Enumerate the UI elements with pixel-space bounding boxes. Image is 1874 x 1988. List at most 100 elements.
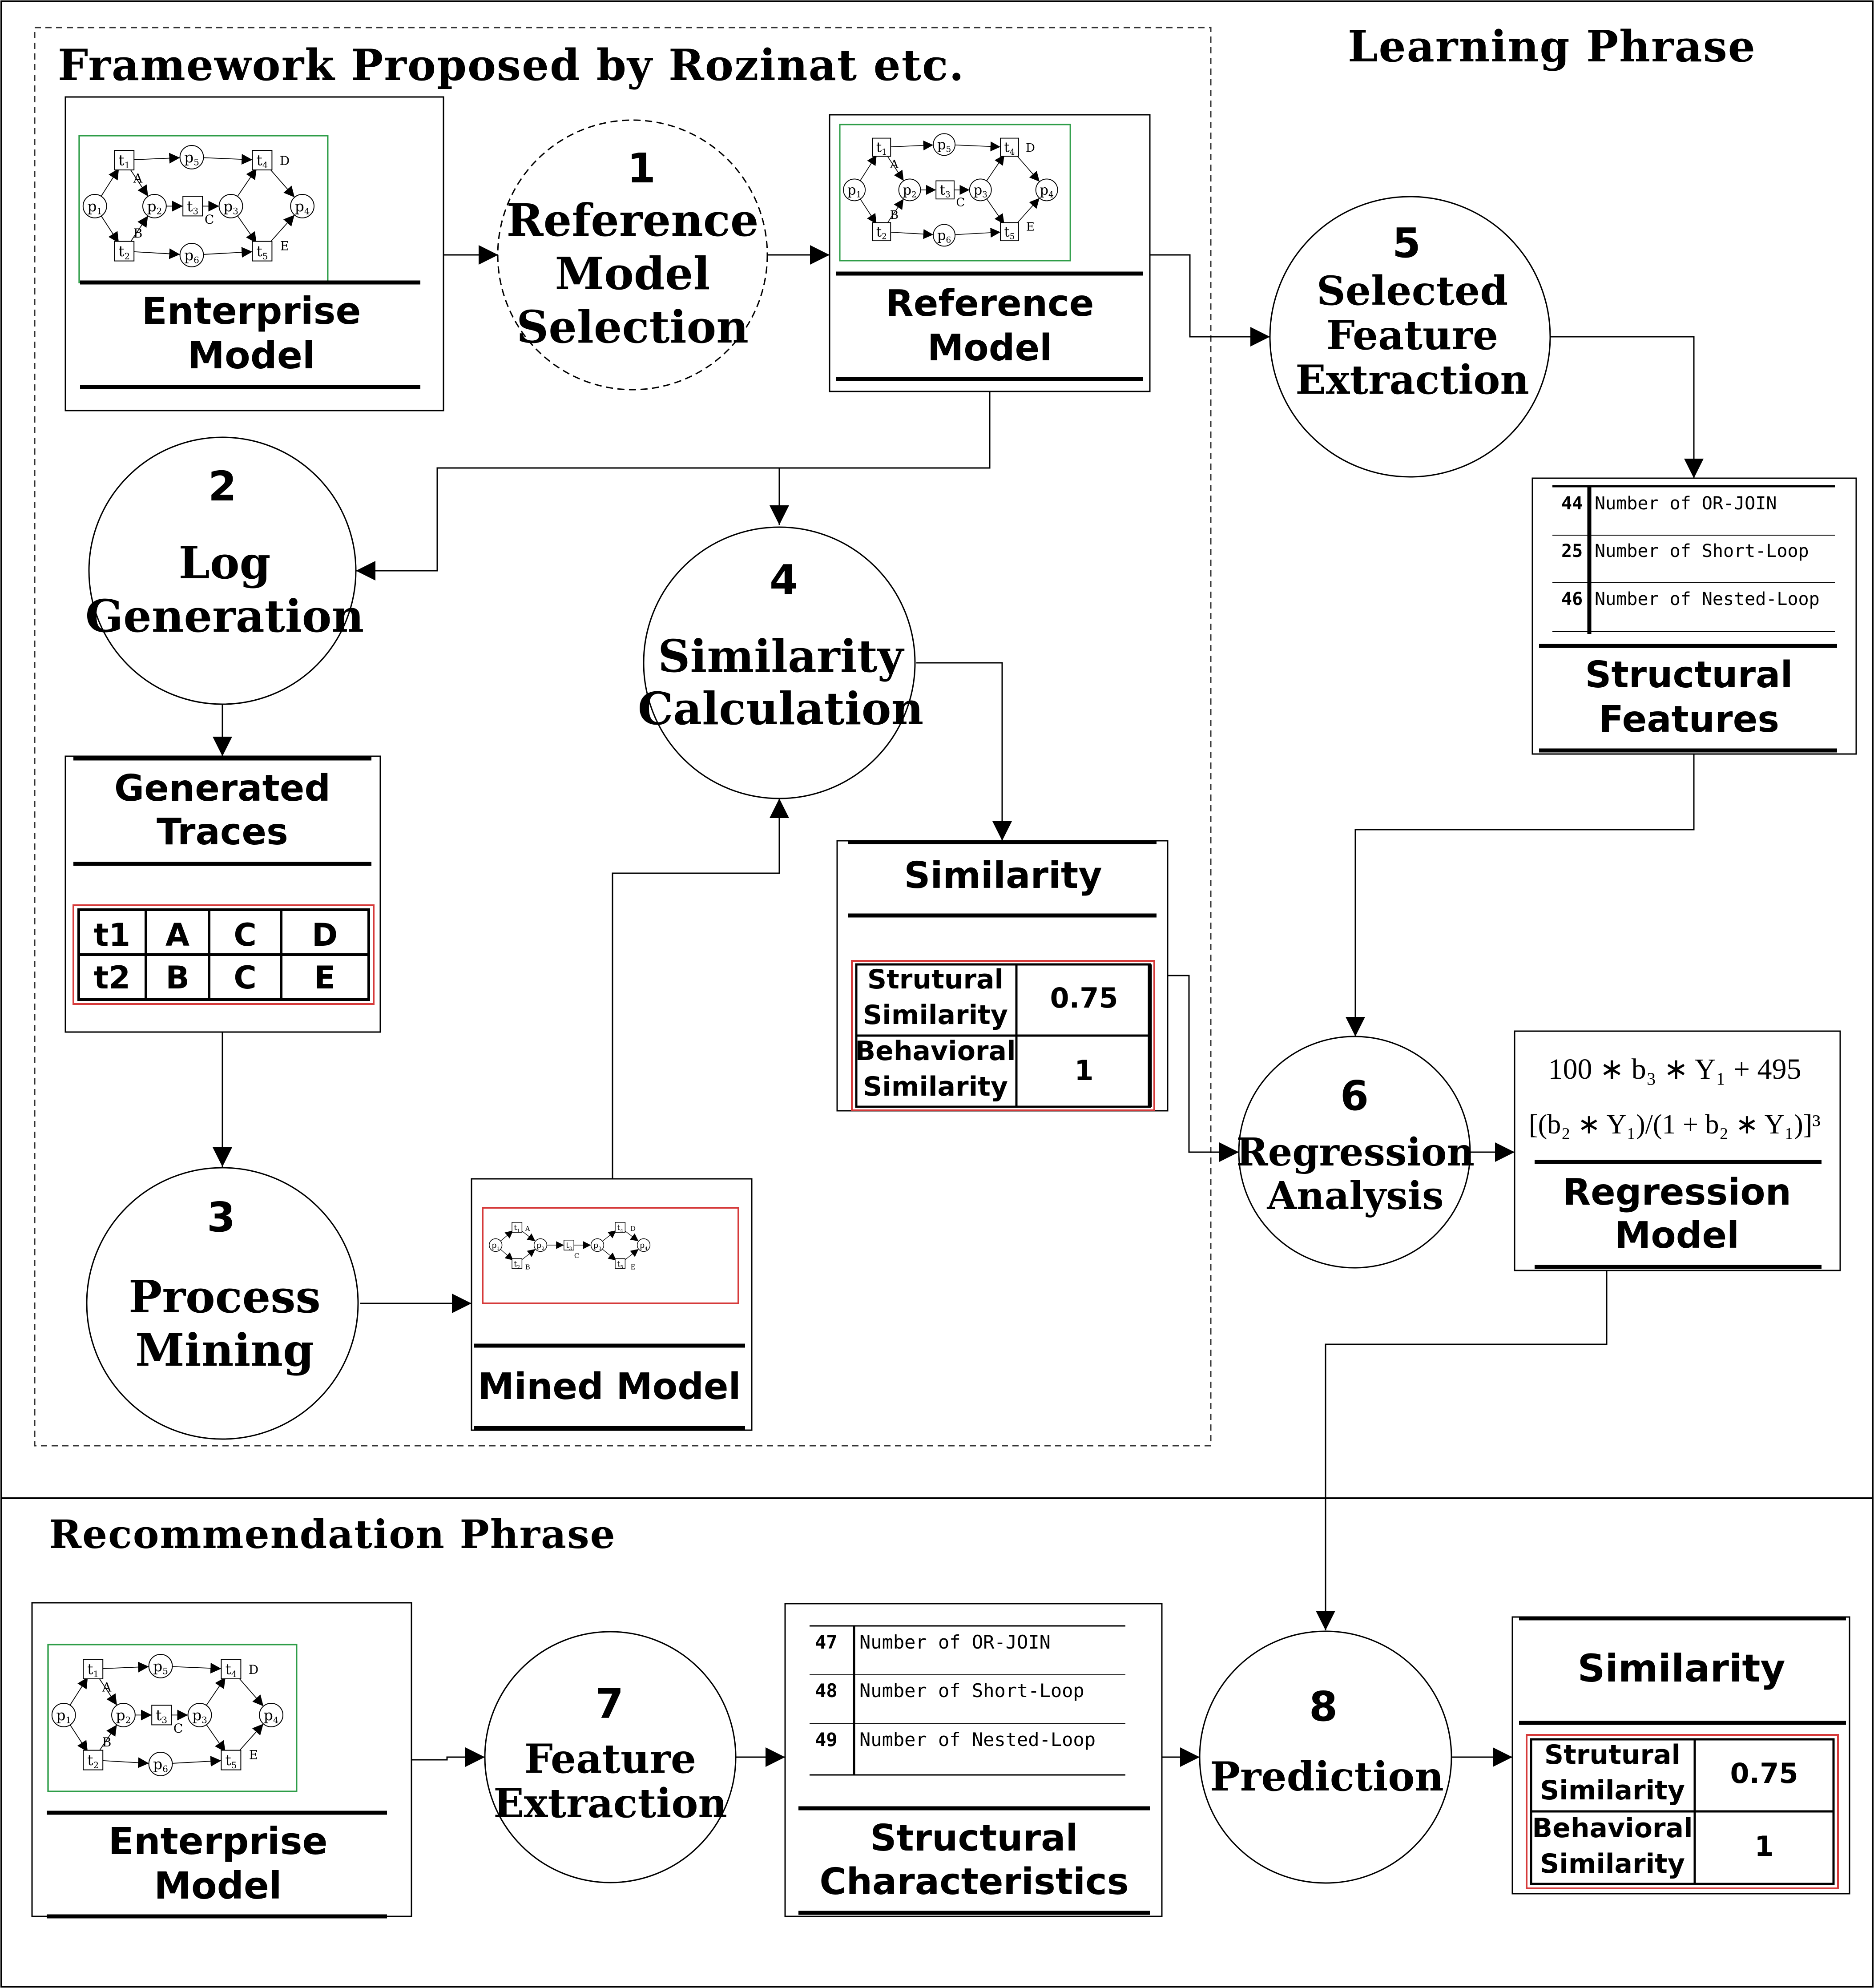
petri-transition-t5 — [252, 241, 273, 262]
petri-transition-t5 — [1000, 222, 1019, 242]
petri-transition-t3 — [564, 1240, 574, 1250]
step-6-label-line2: Analysis — [1266, 1173, 1443, 1218]
petri-arc — [206, 1677, 226, 1706]
petri-activity-label: C — [574, 1252, 579, 1260]
petri-transition-label: t4 — [225, 1661, 237, 1680]
petri-place-p3 — [187, 1703, 212, 1727]
petri-place-p6 — [148, 1752, 173, 1776]
structural-features-label-line2: Features — [1599, 698, 1779, 741]
arrow-similarity-to-step6 — [1168, 975, 1239, 1162]
feature-number: 46 — [1561, 589, 1583, 609]
petri-arc — [129, 168, 149, 197]
petri-activity-label: B — [102, 1735, 112, 1750]
step-8-label-line1: Prediction — [1210, 1753, 1444, 1800]
petri-activity-label: C — [205, 212, 214, 227]
step-5-label-line3: Extraction — [1295, 356, 1529, 403]
petri-arc — [69, 1677, 89, 1706]
behavioral-similarity-rec-label-line1: Behavioral — [1532, 1813, 1693, 1844]
petri-transition-t5 — [221, 1750, 242, 1770]
step-2-log-generation: 2 Log Generation — [85, 436, 364, 705]
petri-transition-t3 — [182, 196, 203, 217]
step-7-feature-extraction: 7 Feature Extraction — [484, 1631, 737, 1883]
petri-place-p4 — [259, 1703, 283, 1727]
petri-place-p2 — [142, 194, 167, 218]
petri-place-p1 — [489, 1238, 503, 1252]
petri-place-p5 — [179, 145, 204, 169]
feature-number: 25 — [1561, 541, 1583, 561]
petri-place-p2 — [533, 1238, 548, 1252]
petri-place-p5 — [933, 133, 955, 156]
petri-activity-label: E — [1026, 221, 1035, 234]
petri-arc — [172, 1756, 222, 1767]
characteristic-number: 49 — [815, 1729, 838, 1750]
characteristic-label: Number of OR-JOIN — [859, 1631, 1051, 1653]
structural-similarity-label-line1: Strutural — [867, 964, 1003, 995]
petri-arc — [1015, 153, 1040, 182]
step-1-reference-model-selection: 1 Reference Model Selection — [497, 119, 768, 391]
petri-place-p3 — [969, 178, 992, 202]
reference-model-label-line1: Reference — [886, 282, 1094, 325]
step-2-number: 2 — [208, 463, 237, 510]
petri-arc — [203, 153, 253, 165]
step-1-label-line3: Selection — [516, 301, 749, 353]
petri-arc — [98, 1677, 117, 1706]
petri-arc — [237, 168, 257, 197]
generated-traces-box: Generated Traces t1 A C D t2 B C E — [64, 755, 381, 1033]
trace-cell: D — [312, 917, 338, 953]
step-6-number: 6 — [1340, 1072, 1369, 1120]
structural-features-label-line1: Structural — [1585, 654, 1793, 696]
mined-model-label: Mined Model — [478, 1366, 741, 1408]
petri-arc — [860, 198, 877, 225]
petri-arc — [237, 1676, 264, 1707]
petri-activity-label: A — [890, 158, 899, 171]
petri-place-p5 — [148, 1654, 173, 1678]
step-1-label-line1: Reference — [507, 194, 759, 246]
step-3-number: 3 — [207, 1194, 235, 1241]
petri-arc — [237, 1723, 264, 1753]
petri-arc — [602, 1230, 617, 1242]
trace-cell: C — [234, 917, 256, 953]
step-8-prediction: 8 Prediction — [1199, 1630, 1452, 1884]
step-2-label-line2: Generation — [85, 590, 364, 642]
petri-transition-t2 — [83, 1750, 104, 1770]
petri-transition-t1 — [114, 150, 135, 170]
structural-similarity-value: 0.75 — [1050, 982, 1118, 1014]
petri-arc — [134, 153, 180, 164]
petri-arc — [520, 1249, 536, 1261]
petri-place-p3 — [590, 1238, 605, 1252]
structural-similarity-rec-label-line1: Strutural — [1544, 1739, 1681, 1770]
step-5-selected-feature-extraction: 5 Selected Feature Extraction — [1269, 196, 1551, 478]
structural-characteristics-box: 47 Number of OR-JOIN 48 Number of Short-… — [784, 1603, 1163, 1917]
petri-arc — [520, 1230, 536, 1242]
petri-arc — [237, 215, 257, 244]
similarity-box: Similarity Strutural Similarity 0.75 Beh… — [836, 840, 1169, 1112]
petri-activity-label: D — [249, 1662, 258, 1677]
petri-transition-t3 — [151, 1705, 172, 1726]
step-5-number: 5 — [1392, 219, 1421, 267]
step-1-label-line2: Model — [555, 247, 710, 300]
similarity-rec-box: Similarity Strutural Similarity 0.75 Beh… — [1511, 1616, 1850, 1895]
step-3-label-line2: Mining — [135, 1324, 314, 1376]
step-4-label-line2: Calculation — [638, 682, 923, 735]
petri-place-label: p6 — [153, 1755, 168, 1774]
regression-formula-1: 100 ∗ b₃ ∗ Y₁ + 495 — [1548, 1053, 1801, 1085]
petri-place-p2 — [898, 178, 921, 202]
petri-arc — [103, 1757, 149, 1768]
step-5-label-line1: Selected — [1317, 267, 1508, 315]
arrow-step5-to-features — [1550, 336, 1704, 478]
petri-transition-t1 — [872, 137, 891, 157]
petri-activity-label: E — [280, 238, 289, 253]
framework-title: Framework Proposed by Rozinat etc. — [58, 40, 965, 90]
petri-arc — [955, 141, 1001, 152]
trace-cell: A — [165, 917, 189, 953]
trace-cell: t2 — [94, 960, 130, 996]
petri-arc — [860, 154, 877, 181]
petri-activity-label: D — [630, 1225, 636, 1233]
petri-activity-label: A — [525, 1225, 530, 1233]
petri-place-p1 — [843, 178, 866, 202]
step-3-process-mining: 3 Process Mining — [86, 1167, 359, 1440]
